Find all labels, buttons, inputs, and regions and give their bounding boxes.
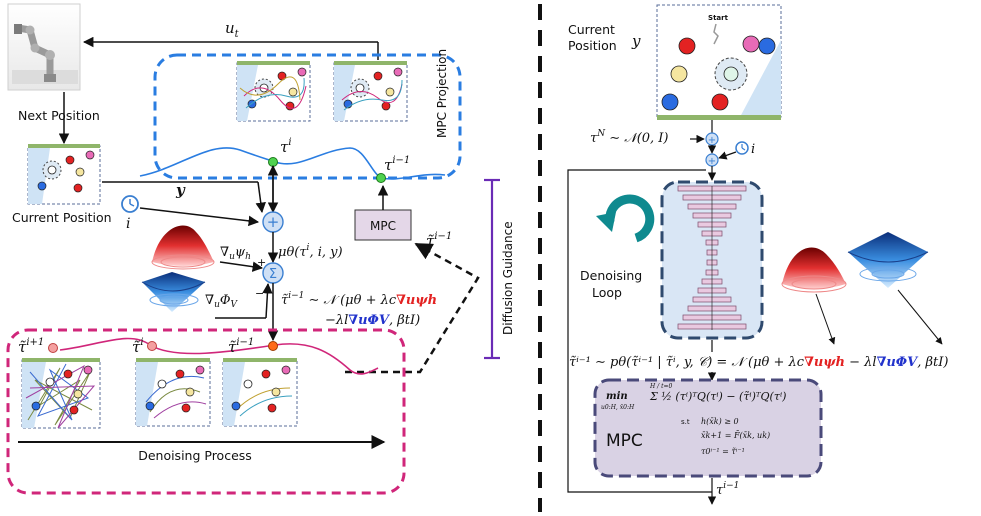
- circular-arrow-icon: [596, 194, 655, 243]
- mu-theta-label: μθ(τi, i, y): [278, 243, 343, 260]
- minus-sign: −: [255, 287, 264, 300]
- u-t-label: ut: [225, 19, 240, 40]
- svg-text:+: +: [708, 156, 716, 167]
- current-position-scene-left: [27, 144, 101, 205]
- next-position-label: Next Position: [18, 108, 100, 123]
- denoising-process-box: [6, 328, 406, 495]
- start-label: Start: [708, 14, 729, 22]
- tilde-tau-i-minus-1-label: τ̃i−1: [228, 337, 254, 356]
- svg-text:Σ: Σ: [269, 267, 277, 282]
- tau-n-label: τN ∼ 𝒩(0, I): [590, 129, 669, 146]
- denoising-loop-label-2: Loop: [592, 285, 622, 300]
- mpc-optimization-box: [593, 378, 823, 478]
- denoise-scene-3: [222, 358, 298, 427]
- i-label-right: i: [751, 142, 755, 157]
- grad-psi-label: ∇uψh: [220, 245, 251, 262]
- mpc-objective: Σ ½ (τⁱ)ᵀQ(τⁱ) − (τ̃ⁱ)ᵀQ(τⁱ): [649, 390, 786, 403]
- current-position-scene-right: Start: [656, 4, 782, 120]
- tau-out-label: τi−1: [716, 481, 739, 498]
- tau-i-minus-1-label: τi−1: [384, 155, 410, 174]
- node-tilde-tau-i-minus-1: [268, 341, 278, 351]
- node-tau-i-minus-1: [376, 173, 386, 183]
- y-label-left: y: [175, 181, 186, 199]
- node-tau-i: [268, 157, 278, 167]
- plus-node: +: [262, 211, 284, 233]
- tilde-tau-i-plus-1-label: τ̃i+1: [18, 337, 44, 356]
- mpc-button-label: MPC: [370, 219, 396, 233]
- svg-text:+: +: [708, 135, 716, 146]
- denoise-scene-1: [21, 358, 101, 429]
- grad-phi-label: ∇uΦV: [205, 293, 239, 310]
- mpc-sum-limits: H / t=0: [649, 383, 673, 390]
- denoising-loop-label-1: Denoising: [580, 268, 642, 283]
- mpc-projection-box: [153, 53, 462, 180]
- y-label-right: y: [631, 32, 641, 50]
- node-tilde-tau-i: [147, 341, 157, 351]
- plus-node-right-1: +: [705, 132, 719, 146]
- mpc-constraint-3: τ0ⁱ⁻¹ = τ̃ⁱ⁻¹: [701, 447, 745, 456]
- red-energy-surface-right: [781, 247, 847, 293]
- clock-icon-right: [735, 141, 749, 155]
- blue-energy-surface-right: [847, 232, 929, 288]
- blue-energy-surface-left: [141, 272, 206, 312]
- i-label-left: i: [126, 216, 130, 232]
- current-position-label-left: Current Position: [12, 210, 112, 225]
- mpc-title: MPC: [606, 431, 643, 451]
- mpc-projection-label: MPC Projection: [435, 49, 449, 138]
- node-tilde-tau-i-plus-1: [48, 343, 58, 353]
- projection-scene-2: [333, 61, 408, 122]
- red-energy-surface-left: [151, 225, 215, 270]
- mpc-constraint-1: h(x̄k) ≥ 0: [701, 417, 739, 426]
- projection-scene-1: [236, 61, 311, 122]
- denoise-scene-2: [135, 358, 211, 427]
- plus-node-right-2: +: [705, 153, 719, 167]
- denoising-trajectory: [59, 337, 379, 375]
- noise-formula-line2: −λl∇uΦV, βtI): [325, 313, 420, 328]
- position-label-right: Position: [568, 38, 617, 53]
- mpc-st: s.t: [681, 418, 690, 426]
- diffusion-guidance-label: Diffusion Guidance: [501, 221, 515, 335]
- clock-icon: [121, 195, 139, 213]
- svg-text:+: +: [267, 213, 280, 231]
- tau-i-label: τi: [280, 137, 292, 156]
- mpc-min: min: [606, 391, 628, 402]
- mpc-min-sub: u0:H, x̄0:H: [601, 404, 635, 411]
- denoising-process-label: Denoising Process: [138, 448, 252, 463]
- current-label-right: Current: [568, 22, 615, 37]
- tilde-tau-i-label: τ̃i: [132, 337, 144, 356]
- main-formula: τ̃ⁱ⁻¹ ∼ pθ(τ̃ⁱ⁻¹ | τ̃ⁱ, y, 𝒞) = 𝒩 (μθ + …: [569, 355, 948, 370]
- noise-formula-line1: τ̃i−1 ∼ 𝒩 (μθ + λc∇uψh: [281, 291, 437, 308]
- projection-trajectory: [139, 147, 446, 180]
- tilde-tau-i-minus-1-guidance: τ̃i−1: [426, 231, 452, 250]
- robot-arm-image: [7, 3, 81, 91]
- mpc-constraint-2: x̄k+1 = F̄(x̄k, uk): [701, 431, 770, 440]
